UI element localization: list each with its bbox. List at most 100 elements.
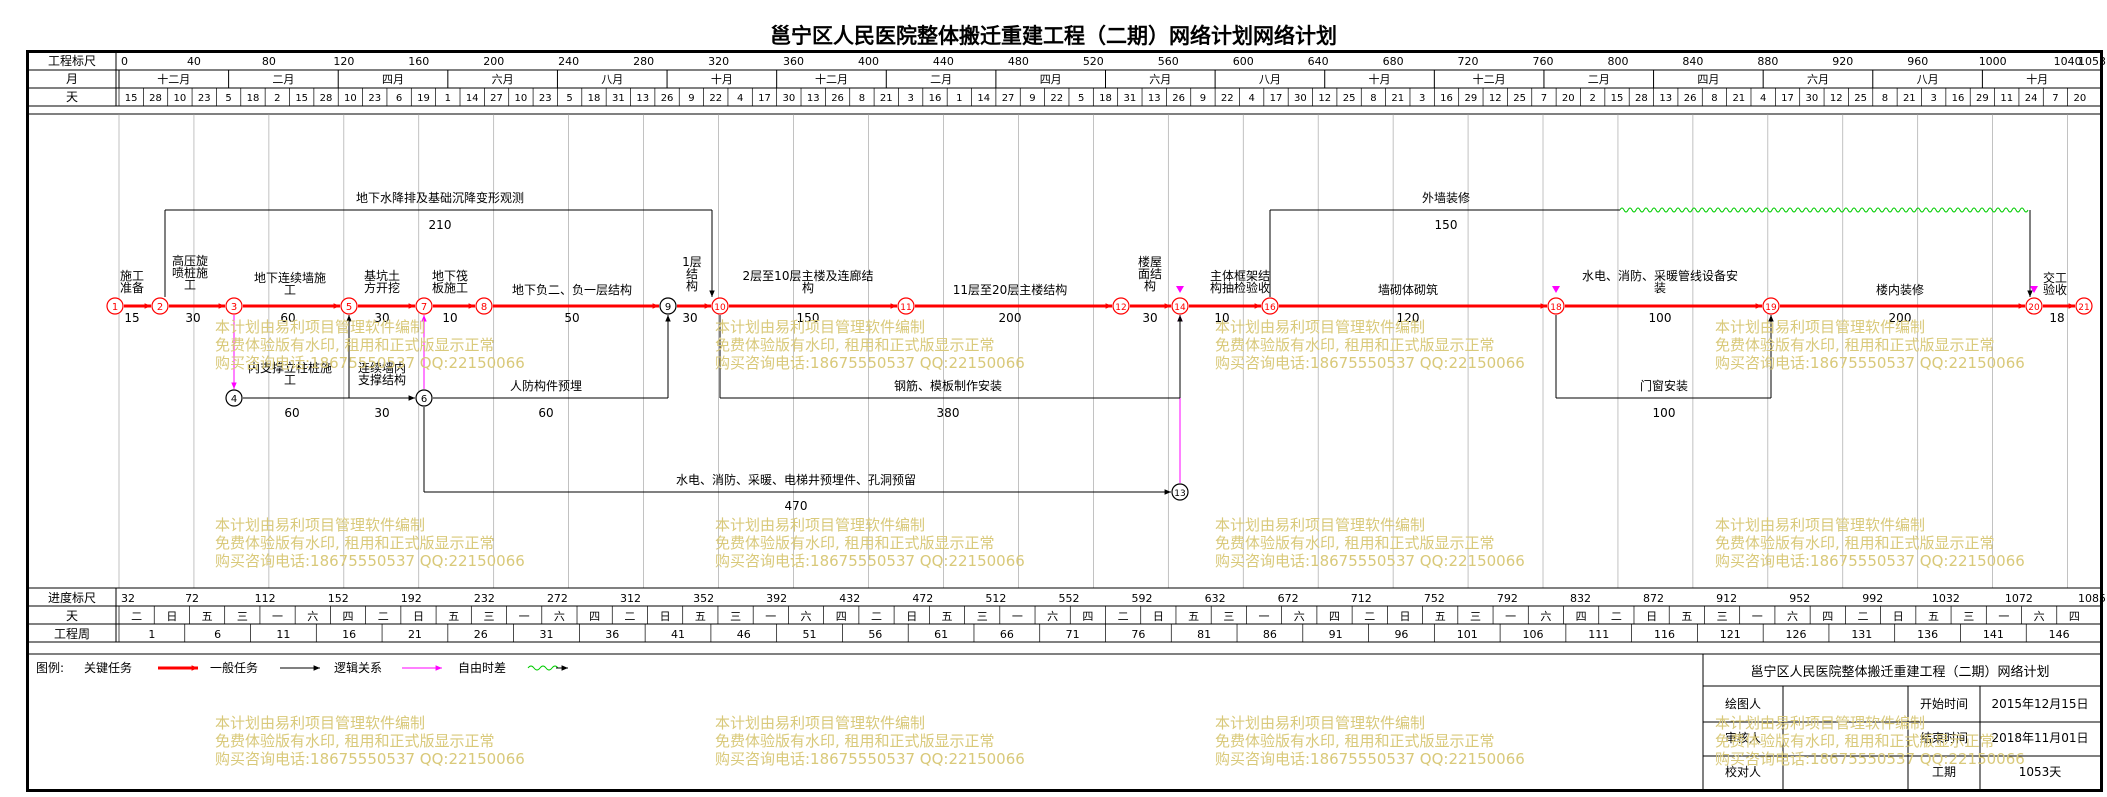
duration-value: 1053天	[2019, 765, 2062, 779]
weekday-tick: 五	[1435, 610, 1446, 623]
weekday-tick: 日	[1399, 610, 1410, 623]
page-title: 邕宁区人民医院整体搬迁重建工程（二期）网络计划网络计划	[770, 24, 1337, 48]
start-label: 开始时间	[1920, 697, 1968, 711]
week-tick: 26	[474, 628, 488, 641]
scale-tick: 0	[121, 55, 128, 68]
weekday-label: 天	[66, 609, 78, 623]
day-tick: 14	[466, 93, 479, 104]
day-tick: 3	[1419, 93, 1425, 104]
progress-tick: 1085	[2078, 592, 2106, 605]
progress-tick: 232	[474, 592, 495, 605]
duration-label: 工期	[1932, 765, 1956, 779]
node-circle	[1547, 297, 1565, 315]
weekday-tick: 日	[906, 610, 917, 623]
free-float-arrow-head	[421, 315, 427, 322]
scale-tick: 280	[633, 55, 654, 68]
node-label: 2	[157, 302, 163, 313]
progress-tick: 352	[693, 592, 714, 605]
week-tick: 86	[1263, 628, 1277, 641]
critical-arrow-head	[1254, 303, 1261, 309]
node-label: 21	[2078, 303, 2089, 313]
legend-free-label: 自由时差	[458, 661, 506, 675]
weekday-tick: 三	[1223, 610, 1234, 623]
weekday-tick: 六	[801, 610, 812, 623]
node-label: 8	[481, 302, 487, 313]
node-circle	[225, 297, 243, 315]
day-tick: 2	[1589, 93, 1595, 104]
task-name: 2层至10层主楼及连廊结	[743, 268, 874, 283]
checker-label: 校对人	[1725, 764, 1761, 779]
day-tick: 10	[174, 93, 187, 104]
progress-tick: 872	[1643, 592, 1664, 605]
week-tick: 56	[868, 628, 882, 641]
day-tick: 8	[1370, 93, 1376, 104]
day-tick: 1	[956, 93, 962, 104]
progress-tick: 792	[1497, 592, 1518, 605]
scale-tick: 560	[1158, 55, 1179, 68]
day-tick: 16	[1952, 93, 1965, 104]
node-label: 14	[1174, 303, 1186, 313]
logic-arrow-head	[346, 315, 352, 322]
task-duration: 200	[1889, 311, 1912, 325]
node-label: 3	[231, 302, 237, 313]
weekday-tick: 一	[272, 610, 283, 623]
task-name: 水电、消防、采暖、电梯井预埋件、孔洞预留	[676, 472, 916, 487]
month-tick: 六月	[1807, 73, 1829, 86]
month-tick: 八月	[601, 73, 623, 86]
weekday-tick: 日	[1153, 610, 1164, 623]
weekday-tick: 三	[1963, 610, 1974, 623]
scale-tick: 40	[187, 55, 201, 68]
legend-critical-label: 关键任务	[84, 660, 132, 675]
weekday-tick: 二	[1857, 610, 1868, 623]
progress-tick: 992	[1862, 592, 1883, 605]
weekday-tick: 一	[1259, 610, 1270, 623]
legend-wave	[527, 665, 559, 671]
free-float-marker	[2030, 286, 2038, 293]
day-tick: 13	[636, 93, 649, 104]
progress-tick: 832	[1570, 592, 1591, 605]
day-tick: 2	[274, 93, 280, 104]
watermark-text: 本计划由易利项目管理软件编制 免费体验版有水印, 租用和正式版显示正常 购买咨询…	[215, 318, 525, 372]
progress-tick: 32	[121, 592, 135, 605]
day-tick: 5	[566, 93, 572, 104]
day-tick: 27	[490, 93, 503, 104]
day-tick: 6	[396, 93, 402, 104]
task-name: 连续墙内	[358, 360, 406, 375]
task-name: 高压旋	[172, 253, 208, 268]
drawer-label: 绘图人	[1725, 696, 1761, 711]
day-tick: 20	[2073, 93, 2086, 104]
weekday-tick: 六	[1294, 610, 1305, 623]
week-tick: 66	[1000, 628, 1014, 641]
legend-logic-label: 逻辑关系	[334, 661, 382, 675]
progress-tick: 1072	[2005, 592, 2033, 605]
month-tick: 六月	[492, 73, 514, 86]
day-tick: 21	[880, 93, 893, 104]
week-tick: 101	[1457, 628, 1478, 641]
day-tick: 7	[2052, 93, 2058, 104]
task-duration: 120	[1397, 311, 1420, 325]
progress-tick: 552	[1058, 592, 1079, 605]
watermark-text: 本计划由易利项目管理软件编制 免费体验版有水印, 租用和正式版显示正常 购买咨询…	[1215, 516, 1525, 570]
scale-tick: 840	[1682, 55, 1703, 68]
scale-tick: 240	[558, 55, 579, 68]
weekday-tick: 四	[1576, 610, 1587, 623]
task-duration: 30	[682, 311, 697, 325]
day-tick: 25	[1343, 93, 1356, 104]
week-tick: 131	[1851, 628, 1872, 641]
week-tick: 21	[408, 628, 422, 641]
day-tick: 31	[1123, 93, 1136, 104]
day-tick: 15	[125, 93, 138, 104]
day-tick: 21	[1391, 93, 1404, 104]
task-duration: 100	[1649, 311, 1672, 325]
day-tick: 21	[1732, 93, 1745, 104]
reviewer-label: 审核人	[1725, 730, 1761, 745]
task-duration: 50	[564, 311, 579, 325]
day-tick: 23	[368, 93, 381, 104]
day-tick: 20	[1562, 93, 1575, 104]
task-name: 准备	[120, 281, 144, 295]
task-name: 内支撑立柱桩施	[248, 360, 332, 375]
scale-tick: 360	[783, 55, 804, 68]
critical-arrow-head	[704, 303, 711, 309]
day-tick: 9	[688, 93, 694, 104]
weekday-tick: 二	[378, 610, 389, 623]
